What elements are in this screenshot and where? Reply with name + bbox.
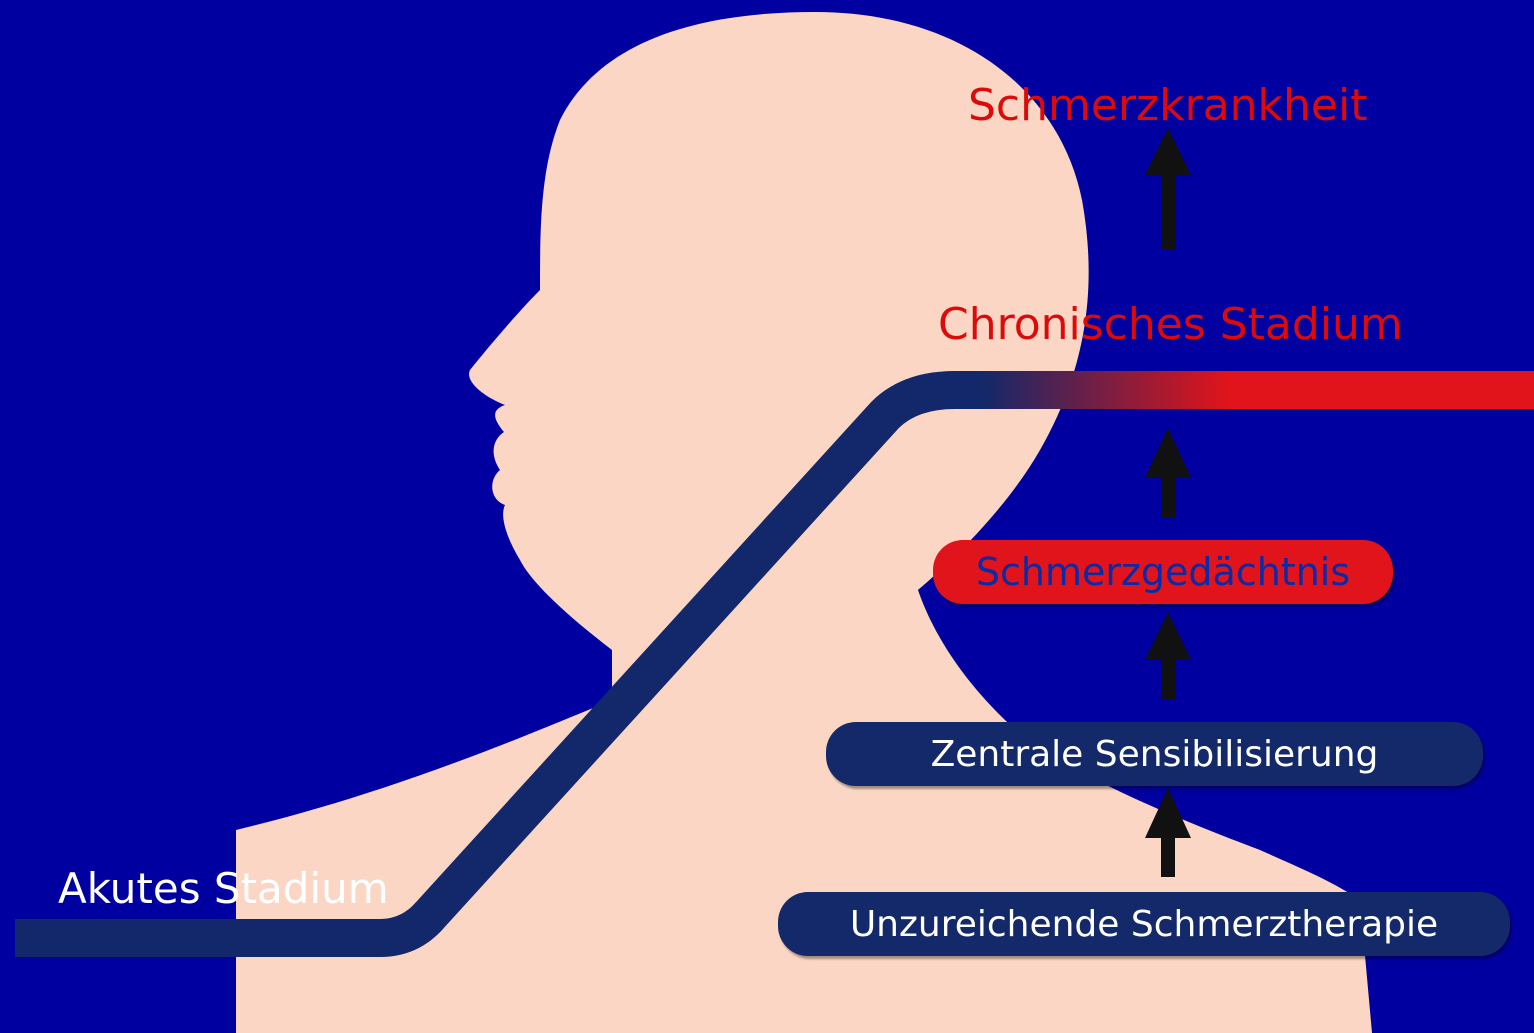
- central-sensitization-box: Zentrale Sensibilisierung: [826, 722, 1483, 786]
- pain-memory-box: Schmerzgedächtnis: [933, 540, 1393, 604]
- stage-acute-label: Akutes Stadium: [58, 868, 389, 910]
- insufficient-therapy-label: Unzureichende Schmerztherapie: [850, 904, 1438, 945]
- arrow-to-pain-memory: [1145, 612, 1191, 700]
- stage-disease-label: Schmerzkrankheit: [968, 84, 1367, 128]
- central-sensitization-label: Zentrale Sensibilisierung: [931, 734, 1379, 775]
- pain-memory-label: Schmerzgedächtnis: [976, 550, 1350, 594]
- insufficient-therapy-box: Unzureichende Schmerztherapie: [778, 892, 1510, 956]
- arrow-to-disease: [1145, 128, 1191, 249]
- stage-chronic-label: Chronisches Stadium: [938, 303, 1403, 347]
- arrow-to-chronic: [1145, 428, 1191, 518]
